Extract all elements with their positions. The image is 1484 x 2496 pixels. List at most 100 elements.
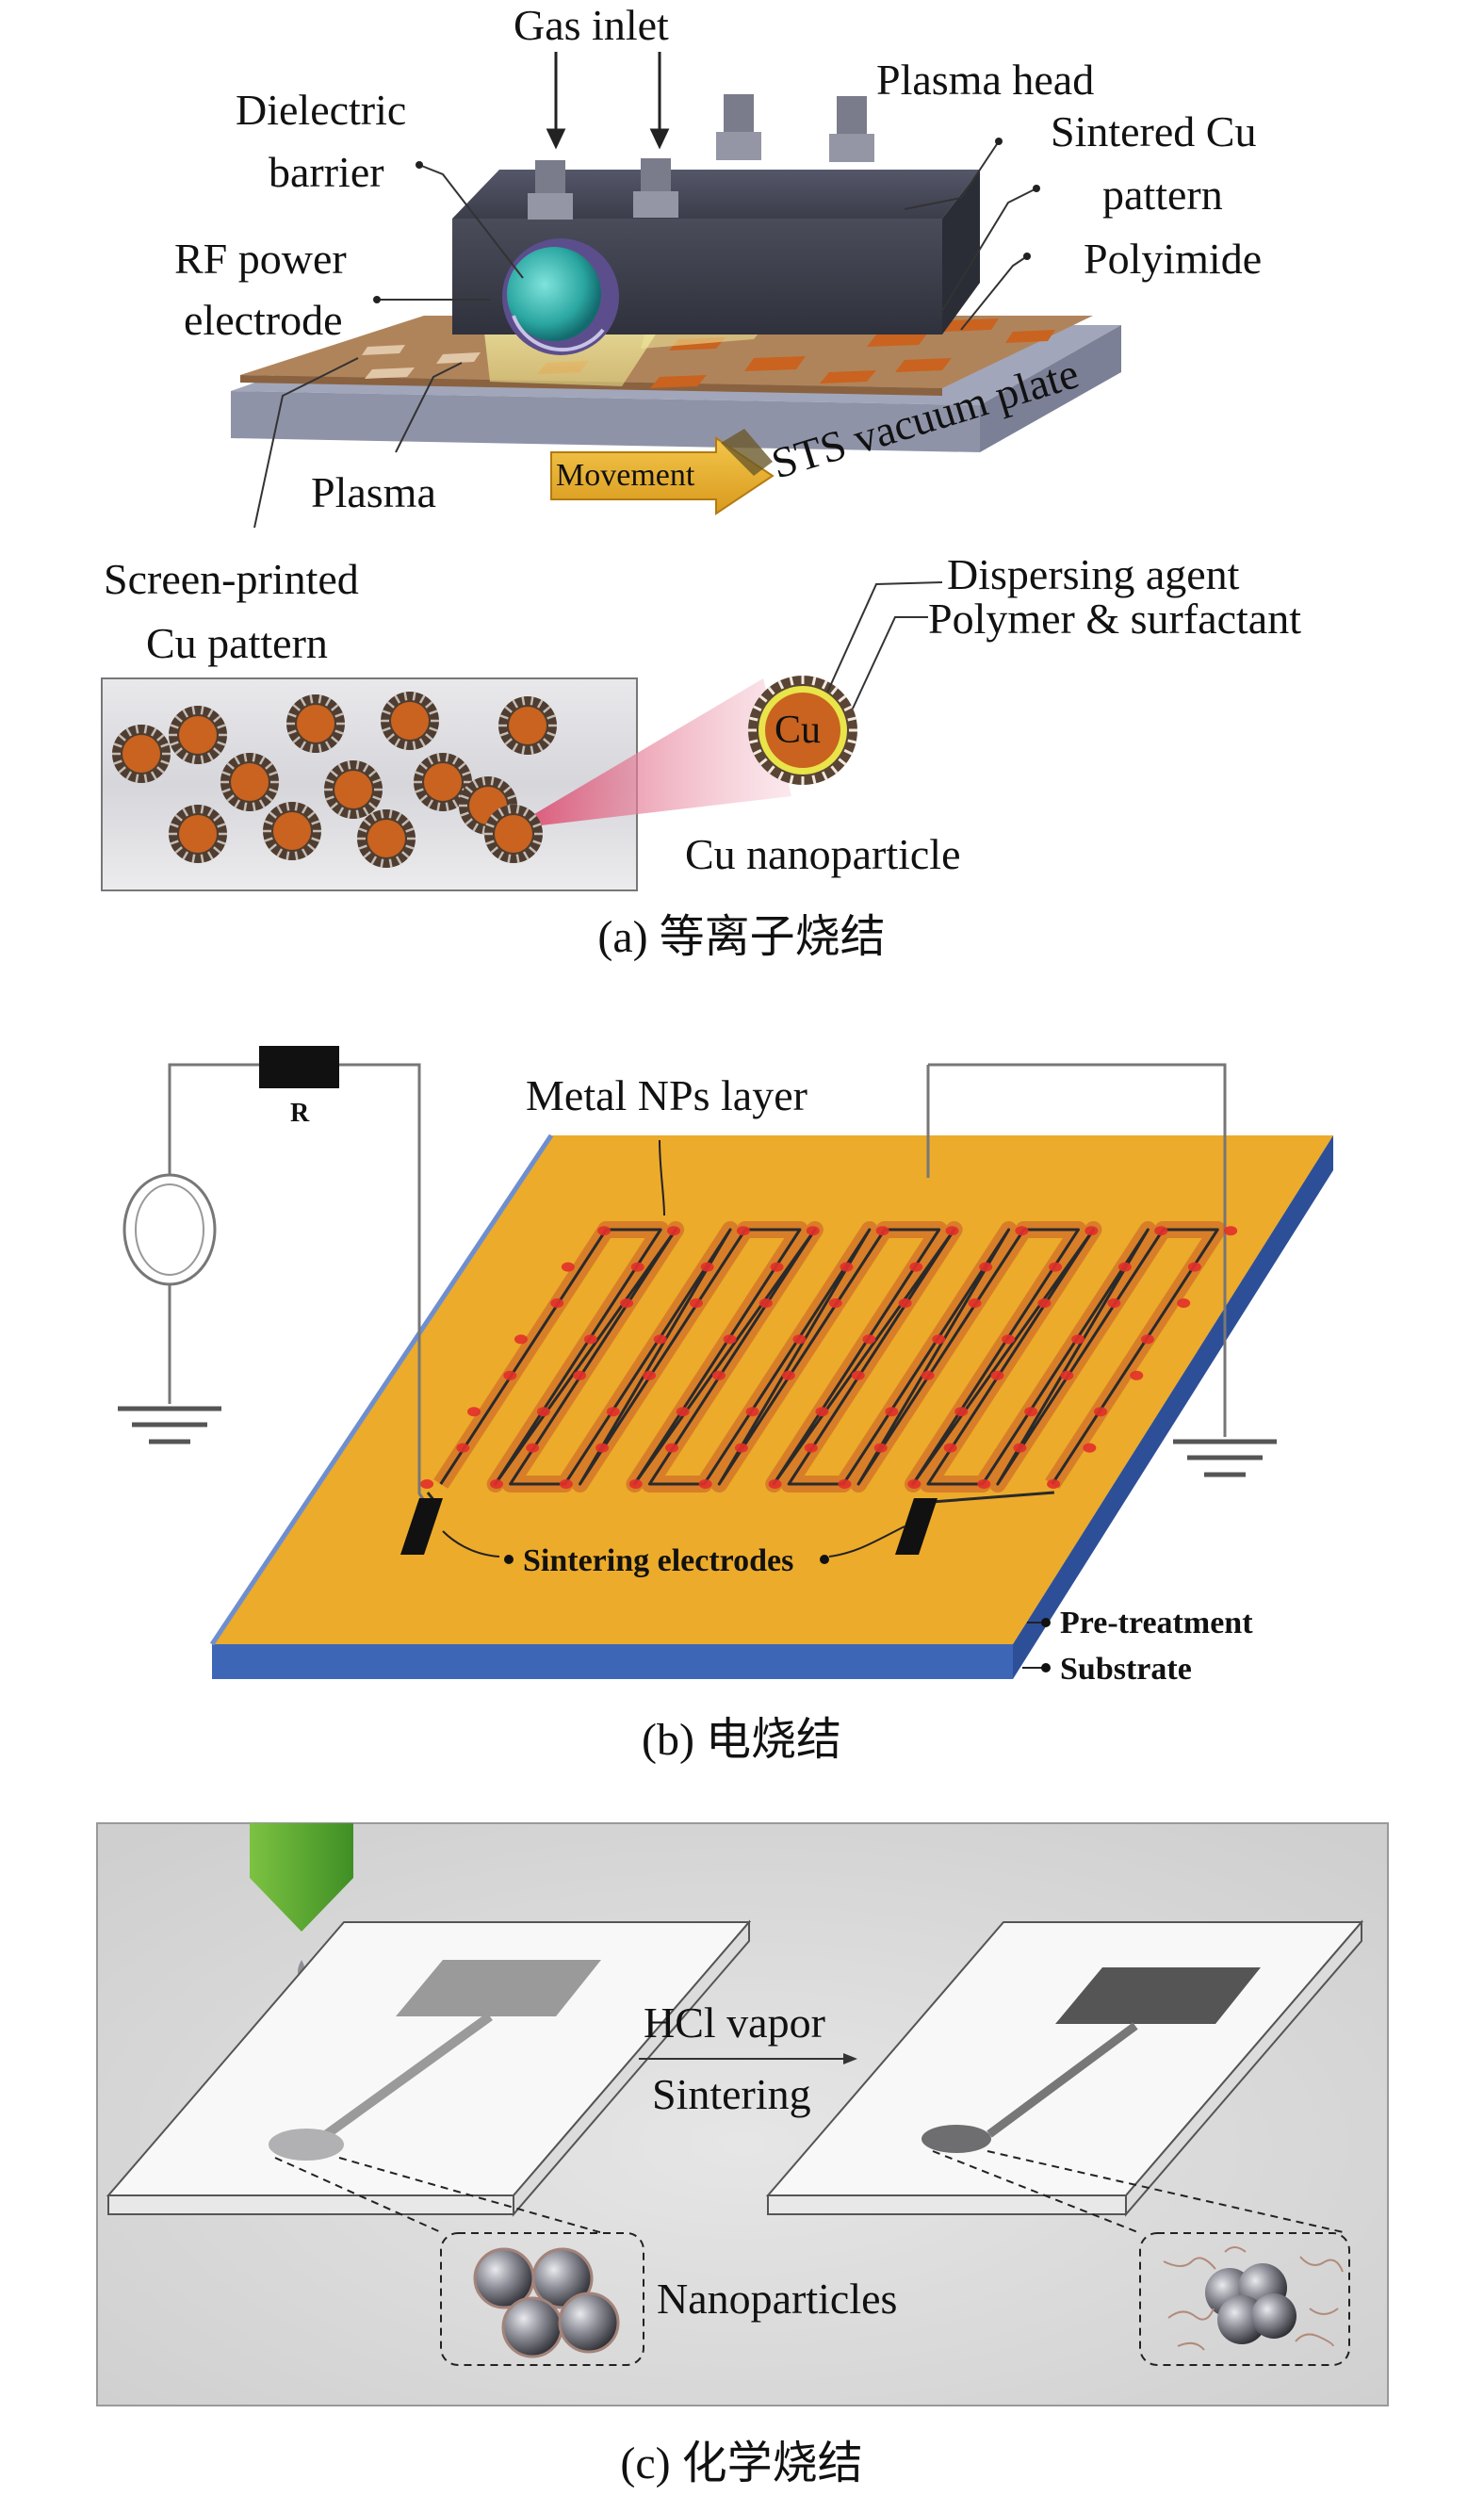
gas-inlet-label: Gas inlet: [514, 1, 669, 49]
metal-np-dot: [781, 1370, 795, 1380]
panel-a-caption: (a) 等离子烧结: [597, 912, 885, 962]
metal-np-dot: [815, 1407, 829, 1417]
metal-np-dot: [909, 1262, 923, 1272]
metal-np-dot: [503, 1370, 517, 1380]
gas-inlet-arrows: [546, 52, 670, 150]
nanoparticles-sintered: [1163, 2246, 1344, 2351]
metal-np-dot: [489, 1479, 503, 1489]
movement-label: Movement: [556, 458, 695, 493]
leader-dots-a: [373, 138, 1040, 303]
sintering-electrodes-label: Sintering electrodes: [523, 1543, 793, 1578]
gas-inlet-ports: [528, 94, 874, 220]
metal-np-dot: [667, 1226, 681, 1236]
leader-lines-b: [442, 1139, 1046, 1669]
metal-np-dot: [723, 1334, 737, 1345]
dispensing-nozzle: [250, 1823, 353, 1932]
ground-left: [118, 1406, 221, 1444]
metal-np-dot: [792, 1334, 807, 1345]
electrode-label: electrode: [184, 296, 343, 344]
metal-np-dot: [1177, 1298, 1191, 1308]
nanoparticles-unsintered: [473, 2247, 620, 2358]
substrate-label: Substrate: [1060, 1652, 1192, 1687]
metal-np-dot: [1071, 1334, 1085, 1345]
metal-np-dot: [945, 1226, 959, 1236]
metal-np-dot: [968, 1298, 982, 1308]
screen-printed-label: Screen-printed: [104, 555, 359, 603]
cu-nanoparticle-small: [169, 805, 227, 863]
metal-np-dot: [665, 1443, 679, 1453]
metal-np-dot: [1187, 1262, 1201, 1272]
metal-np-dot: [990, 1370, 1004, 1380]
cu-nanoparticle-small: [220, 753, 279, 811]
slide-after: [765, 1919, 1364, 2217]
sintering-electrodes: [400, 1498, 938, 1555]
cu-nanoparticles-in-paste: [112, 692, 557, 868]
rf-power-label: RF power: [174, 235, 347, 283]
plasma-label: Plasma: [311, 468, 436, 516]
metal-np-dot: [526, 1443, 540, 1453]
process-arrow: [639, 2053, 857, 2064]
cu-nanoparticle-small: [324, 760, 383, 819]
pattern-label: pattern: [1102, 171, 1223, 219]
zoom-lines: [274, 2150, 1350, 2366]
resistor: R: [259, 1046, 339, 1128]
hcl-vapor-label: HCl vapor: [644, 1998, 825, 2047]
metal-np-dot: [979, 1262, 993, 1272]
metal-np-dot: [1107, 1298, 1121, 1308]
metal-np-dot: [559, 1479, 573, 1489]
metal-np-dot: [698, 1479, 712, 1489]
metal-np-dot: [620, 1298, 634, 1308]
metal-np-dot: [885, 1407, 899, 1417]
metal-np-dot: [745, 1407, 759, 1417]
metal-np-dot: [456, 1443, 470, 1453]
cu-nanoparticle-small: [484, 805, 543, 863]
metal-np-dot: [1084, 1226, 1099, 1236]
metal-np-dot: [630, 1262, 644, 1272]
metal-np-dot: [1140, 1334, 1154, 1345]
cu-nanoparticle-small: [286, 694, 345, 753]
metal-np-dot: [1015, 1226, 1029, 1236]
metal-np-dot: [1002, 1334, 1016, 1345]
cu-nanoparticle-small: [112, 725, 171, 783]
metal-np-dot: [676, 1407, 690, 1417]
metal-np-dot: [514, 1334, 528, 1345]
metal-np-dot: [536, 1407, 550, 1417]
cu-nanoparticle-small: [414, 753, 472, 811]
metal-np-dot: [875, 1226, 889, 1236]
cu-nanoparticle-zoom: Cu: [748, 676, 857, 785]
metal-np-dot: [1049, 1262, 1063, 1272]
metal-np-dot: [851, 1370, 865, 1380]
cu-nanoparticle-small: [169, 706, 227, 764]
sintered-cu-label: Sintered Cu: [1051, 107, 1256, 155]
metal-np-dot: [606, 1407, 620, 1417]
leader-dots-b: [504, 1555, 1051, 1672]
metal-np-dot: [806, 1226, 820, 1236]
slide-before: [106, 1919, 752, 2217]
metal-np-dot: [643, 1370, 657, 1380]
metal-np-dot: [907, 1479, 921, 1489]
metal-np-dot: [736, 1226, 750, 1236]
metal-np-dot: [1083, 1443, 1097, 1453]
metal-np-dot: [828, 1298, 842, 1308]
panel-b-electrical-sintering: R Metal NPs layer: [118, 1046, 1333, 1765]
cu-nanoparticle-small: [263, 802, 321, 860]
metal-np-dot: [921, 1370, 935, 1380]
metal-np-dot: [628, 1479, 643, 1489]
metal-np-dot: [1013, 1443, 1027, 1453]
metal-nps-serpentine: [420, 1221, 1238, 1504]
voltage-source: [122, 1173, 217, 1286]
metal-np-dot: [1037, 1298, 1052, 1308]
cu-core-label: Cu: [775, 709, 821, 752]
unsintered-cu-pads: [362, 345, 481, 379]
plasma-head-label: Plasma head: [876, 56, 1094, 104]
metal-np-dot: [1060, 1370, 1074, 1380]
panel-c-caption: (c) 化学烧结: [620, 2439, 862, 2488]
metal-np-dot: [1117, 1262, 1132, 1272]
zoom-beam: [509, 678, 791, 829]
metal-np-dot: [1047, 1479, 1061, 1489]
metal-np-dot: [758, 1298, 773, 1308]
metal-nps-label: Metal NPs layer: [526, 1071, 807, 1119]
dielectric-label: Dielectric: [236, 86, 406, 134]
metal-np-dot: [689, 1298, 703, 1308]
